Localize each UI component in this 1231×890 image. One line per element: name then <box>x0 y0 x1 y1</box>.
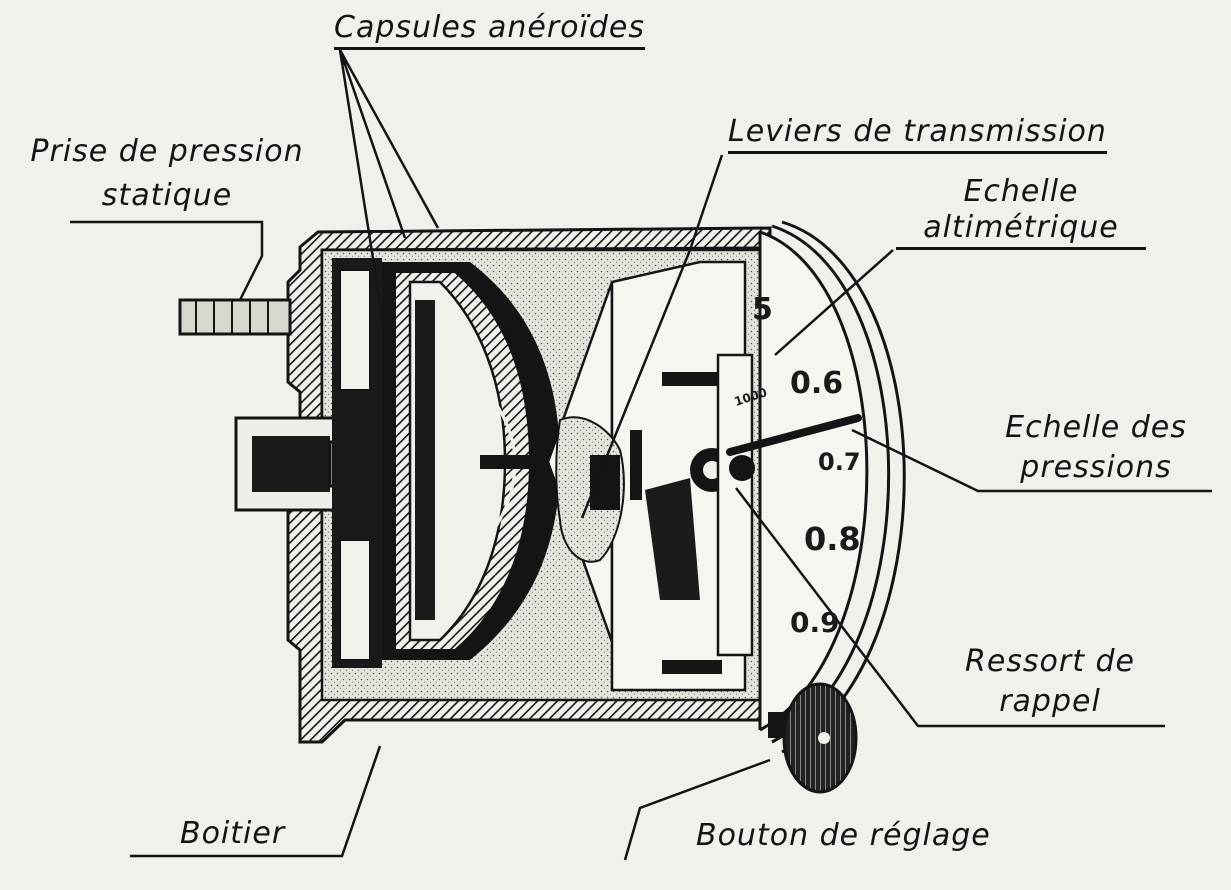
label-prise-line1: Prise de pression <box>30 134 304 169</box>
label-boitier: Boitier <box>180 816 286 851</box>
label-echelle-alt-line2: altimétrique <box>896 212 1146 250</box>
leader-leviers <box>580 154 724 519</box>
dial-mark-0-6: 0.6 <box>790 366 844 401</box>
label-leviers: Leviers de transmission <box>728 116 1107 154</box>
leader-ressort <box>735 487 1165 728</box>
label-prise-line2: statique <box>101 178 233 213</box>
dial-mark-0-9: 0.9 <box>790 606 840 639</box>
label-ressort-line2: rappel <box>999 684 1101 719</box>
adjustment-knob <box>768 682 858 794</box>
label-ressort-line1: Ressort de <box>964 644 1136 679</box>
static-pressure-nipple <box>178 298 292 336</box>
aneroid-capsules <box>332 258 560 668</box>
label-echelle-press-line2: pressions <box>1020 450 1172 485</box>
leader-capsules <box>338 49 440 329</box>
leader-echelle-press <box>851 428 1212 493</box>
leader-prise <box>70 220 264 301</box>
label-echelle-alt-line1: Echelle <box>963 174 1079 209</box>
dial-mark-0-7: 0.7 <box>818 448 861 476</box>
label-echelle-press-line1: Echelle des <box>1005 410 1187 445</box>
label-bouton: Bouton de réglage <box>696 818 991 853</box>
label-capsules: Capsules anéroïdes <box>334 12 645 50</box>
transmission-levers <box>546 260 754 692</box>
leader-bouton <box>623 758 771 861</box>
leader-boitier <box>130 745 382 858</box>
dial-mark-top: 5 <box>752 292 773 327</box>
dial-mark-0-8: 0.8 <box>804 520 861 558</box>
leader-echelle-alt <box>774 249 894 356</box>
